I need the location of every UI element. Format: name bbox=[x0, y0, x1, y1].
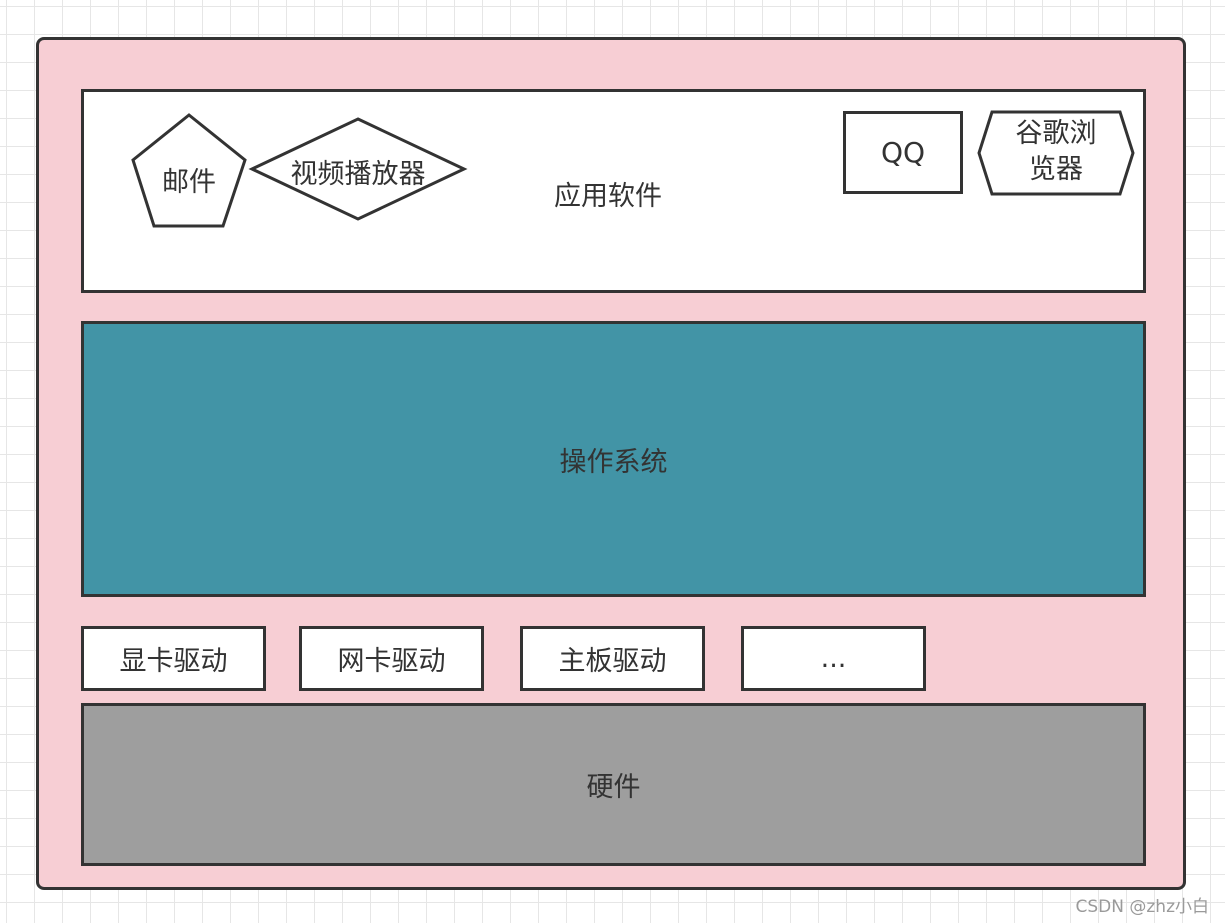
chrome-label-line2: 览器 bbox=[1029, 154, 1083, 185]
mail-pentagon bbox=[131, 113, 247, 228]
chrome-label: 谷歌浏 览器 bbox=[976, 116, 1136, 188]
os-layer-label: 操作系统 bbox=[559, 446, 668, 478]
mail-label: 邮件 bbox=[162, 166, 216, 198]
chrome-hexagon bbox=[977, 110, 1135, 196]
application-layer-label: 应用软件 bbox=[554, 181, 662, 212]
watermark: CSDN @zhz小白 bbox=[1075, 897, 1210, 917]
driver-motherboard: 主板驱动 bbox=[520, 626, 705, 691]
os-layer: 操作系统 bbox=[81, 321, 1146, 597]
hardware-layer-label: 硬件 bbox=[586, 772, 641, 803]
video-player-label: 视频播放器 bbox=[290, 158, 426, 190]
driver-nic: 网卡驱动 bbox=[299, 626, 484, 691]
application-layer bbox=[81, 89, 1146, 293]
chrome-label-line1: 谷歌浏 bbox=[1015, 118, 1097, 149]
qq-box: QQ bbox=[843, 111, 963, 194]
video-player-diamond bbox=[248, 117, 468, 221]
driver-gpu: 显卡驱动 bbox=[81, 626, 266, 691]
hardware-layer: 硬件 bbox=[81, 703, 1146, 866]
driver-more: ... bbox=[741, 626, 926, 691]
